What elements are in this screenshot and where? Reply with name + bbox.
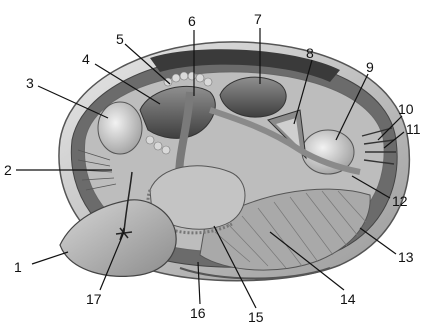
label-9: 9 [366, 59, 374, 75]
label-7: 7 [254, 11, 262, 27]
label-14: 14 [340, 291, 356, 307]
anterior-adductor [98, 102, 142, 154]
label-11: 11 [406, 121, 421, 137]
label-4: 4 [82, 51, 90, 67]
label-17: 17 [86, 291, 102, 307]
label-5: 5 [116, 31, 124, 47]
label-1: 1 [14, 259, 22, 275]
label-8: 8 [306, 45, 314, 61]
label-2: 2 [4, 162, 12, 178]
label-16: 16 [190, 305, 206, 321]
label-3: 3 [26, 75, 34, 91]
label-12: 12 [392, 193, 408, 209]
label-13: 13 [398, 249, 414, 265]
label-6: 6 [188, 13, 196, 29]
label-15: 15 [248, 309, 264, 325]
leader-1 [32, 252, 68, 264]
label-10: 10 [398, 101, 414, 117]
